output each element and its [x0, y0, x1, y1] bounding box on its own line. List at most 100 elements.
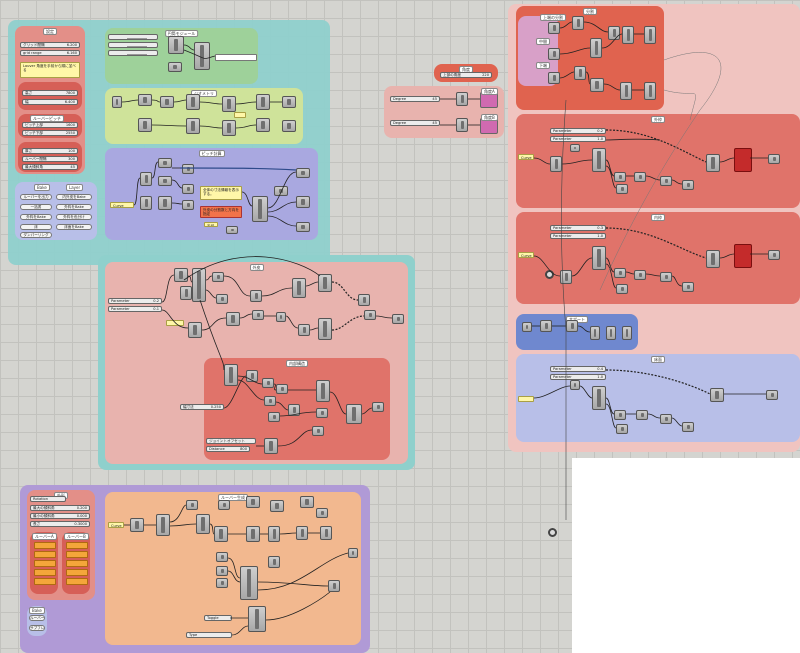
- purple-comp-10[interactable]: [296, 168, 310, 178]
- purple-comp-1[interactable]: [140, 196, 152, 210]
- pink-comp-15[interactable]: [364, 310, 376, 320]
- rb-comp-2[interactable]: [566, 320, 578, 332]
- rt-comp-1[interactable]: [548, 48, 560, 60]
- yg-comp-11[interactable]: [282, 120, 296, 132]
- purple-comp-6[interactable]: [182, 184, 194, 194]
- inner-comp-3[interactable]: [276, 384, 288, 394]
- rt-comp-5[interactable]: [574, 66, 586, 80]
- rl-comp-3[interactable]: [616, 424, 628, 434]
- orange-b-2[interactable]: [66, 560, 88, 567]
- rr1-comp-3[interactable]: [614, 172, 626, 182]
- rr2-comp-2[interactable]: [614, 268, 626, 278]
- orange-b-0[interactable]: [66, 542, 88, 549]
- inner-comp-0[interactable]: [224, 364, 238, 386]
- purple-comp-12[interactable]: [296, 222, 310, 232]
- green-slider-2[interactable]: [108, 50, 158, 56]
- degree-pink-1[interactable]: 角度B: [480, 114, 498, 134]
- rb-comp-5[interactable]: [622, 326, 632, 340]
- layer-btn-1[interactable]: 外枠をBake: [56, 204, 92, 210]
- bottom-bake-btn-0[interactable]: ルーバー: [29, 615, 45, 621]
- or-comp-9[interactable]: [214, 526, 228, 542]
- or-comp-0[interactable]: [130, 518, 144, 532]
- rr2-comp-1[interactable]: [592, 246, 606, 270]
- preview-eye-icon[interactable]: [545, 270, 554, 279]
- rt-comp-4[interactable]: [590, 38, 602, 58]
- or-comp-10[interactable]: [246, 526, 260, 542]
- pink-comp-0[interactable]: [174, 268, 188, 282]
- or-comp-18[interactable]: [268, 556, 280, 568]
- or-comp-11[interactable]: [268, 526, 280, 542]
- rl-comp-5[interactable]: [660, 414, 672, 424]
- inner-comp-9[interactable]: [346, 404, 362, 424]
- inner-comp-2[interactable]: [262, 378, 274, 388]
- pink-comp-1[interactable]: [180, 286, 192, 300]
- rr1-comp-8[interactable]: [706, 154, 720, 172]
- pink-comp-2[interactable]: [192, 268, 206, 302]
- rb-comp-4[interactable]: [606, 326, 616, 340]
- rr2-comp-6[interactable]: [682, 282, 694, 292]
- or-comp-20[interactable]: [328, 580, 340, 592]
- pink-comp-6[interactable]: [226, 312, 240, 326]
- inner-comp-4[interactable]: [264, 396, 276, 406]
- inner-comp-1[interactable]: [246, 370, 258, 382]
- inner-comp-11[interactable]: [312, 426, 324, 436]
- inner-comp-5[interactable]: [288, 404, 300, 416]
- pink-comp-3[interactable]: [212, 272, 224, 282]
- orange-a-3[interactable]: [34, 569, 56, 576]
- green-comp-2[interactable]: [168, 62, 182, 72]
- rt-comp-6[interactable]: [608, 26, 620, 40]
- degree-pink-0[interactable]: 角度A: [480, 88, 498, 108]
- inner-comp-12[interactable]: [264, 438, 278, 454]
- pink-comp-16[interactable]: [392, 314, 404, 324]
- purple-comp-4[interactable]: [158, 196, 172, 210]
- orange-toggle-0[interactable]: Toggle: [204, 615, 232, 621]
- pink-comp-11[interactable]: [318, 274, 332, 292]
- bottom-bake-btn-1[interactable]: サブフレーム: [29, 625, 45, 631]
- yg-comp-8[interactable]: [186, 118, 200, 134]
- rr1-comp-4[interactable]: [616, 184, 628, 194]
- bottom-slider-0[interactable]: Rotation: [30, 496, 66, 502]
- or-comp-17[interactable]: [240, 566, 258, 600]
- inner-comp-7[interactable]: [316, 380, 330, 402]
- or-comp-13[interactable]: [320, 526, 332, 540]
- purple-comp-3[interactable]: [158, 176, 172, 186]
- yg-comp-5[interactable]: [256, 94, 270, 110]
- orange-a-2[interactable]: [34, 560, 56, 567]
- rl-comp-4[interactable]: [636, 410, 648, 420]
- or-comp-2[interactable]: [186, 500, 198, 510]
- purple-comp-7[interactable]: [182, 200, 194, 210]
- green-comp-0[interactable]: [168, 36, 184, 54]
- rr2-comp-0[interactable]: [560, 270, 572, 284]
- yg-comp-6[interactable]: [282, 96, 296, 108]
- rr1-red[interactable]: [734, 148, 752, 172]
- green-slider-0[interactable]: [108, 34, 158, 40]
- degree-comp-1[interactable]: [456, 118, 468, 132]
- yg-comp-0[interactable]: [112, 96, 122, 108]
- rt-comp-10[interactable]: [620, 82, 632, 100]
- purple-comp-5[interactable]: [182, 164, 194, 174]
- rr1-comp-5[interactable]: [634, 172, 646, 182]
- or-comp-14[interactable]: [216, 552, 228, 562]
- or-comp-7[interactable]: [300, 496, 314, 508]
- purple-comp-2[interactable]: [158, 158, 172, 168]
- rr1-comp-1[interactable]: [570, 144, 580, 152]
- or-comp-19[interactable]: [348, 548, 358, 558]
- rb-comp-1[interactable]: [540, 320, 552, 332]
- rr2-comp-4[interactable]: [634, 270, 646, 280]
- yg-comp-3[interactable]: [186, 94, 200, 110]
- layer-btn-3[interactable]: 床面をBake: [56, 224, 92, 230]
- yg-comp-9[interactable]: [222, 120, 236, 136]
